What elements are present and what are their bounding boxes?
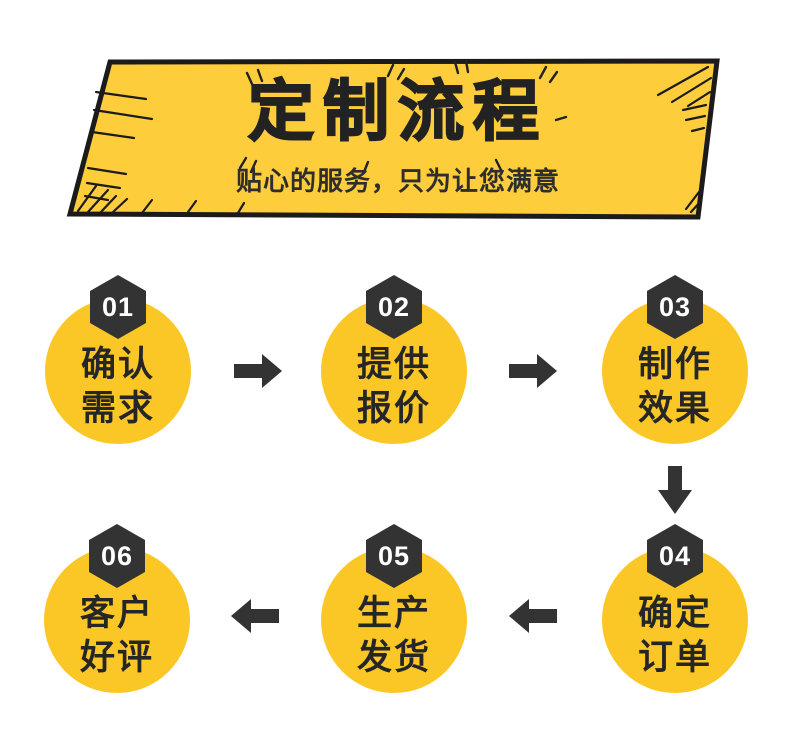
- step-label-line1: 客户: [79, 593, 154, 633]
- step-5: 生产 发货 05: [321, 524, 467, 717]
- step-number: 03: [658, 291, 692, 322]
- step-number-badge: 05: [366, 524, 422, 588]
- step-6: 客户 好评 06: [44, 524, 190, 717]
- step-4: 确定 订单 04: [602, 524, 748, 717]
- step-label-line1: 确认: [80, 344, 155, 384]
- arrow-left-icon: [231, 599, 279, 633]
- step-label-line2: 报价: [356, 389, 431, 428]
- step-label-line1: 提供: [356, 344, 431, 384]
- arrow-down-icon: [658, 466, 692, 514]
- step-label-line2: 订单: [637, 638, 712, 677]
- step-label-line1: 制作: [637, 344, 712, 384]
- step-number: 06: [100, 540, 134, 571]
- arrow-right-icon: [234, 354, 282, 388]
- step-number: 01: [101, 291, 135, 322]
- arrow-left-icon: [509, 599, 557, 633]
- step-label-line1: 生产: [356, 593, 431, 633]
- step-label-line2: 发货: [356, 638, 431, 677]
- step-number-badge: 04: [647, 524, 703, 588]
- step-label-line2: 效果: [637, 389, 712, 428]
- step-number: 04: [658, 540, 692, 571]
- arrow-right-icon: [509, 354, 557, 388]
- banner-shape: [66, 58, 720, 220]
- step-label-line2: 好评: [79, 638, 154, 677]
- step-number: 02: [377, 291, 411, 322]
- step-3: 制作 效果 03: [602, 275, 748, 468]
- title-vibration-marks: [238, 59, 568, 174]
- step-label-line1: 确定: [637, 593, 712, 633]
- step-number: 05: [377, 540, 411, 571]
- step-1: 确认 需求 01: [45, 275, 191, 468]
- step-label-line2: 需求: [80, 389, 155, 428]
- banner-ribbon: [66, 58, 720, 220]
- step-2: 提供 报价 02: [321, 275, 467, 468]
- step-number-badge: 06: [89, 524, 145, 588]
- banner-burst-lines: [76, 65, 713, 215]
